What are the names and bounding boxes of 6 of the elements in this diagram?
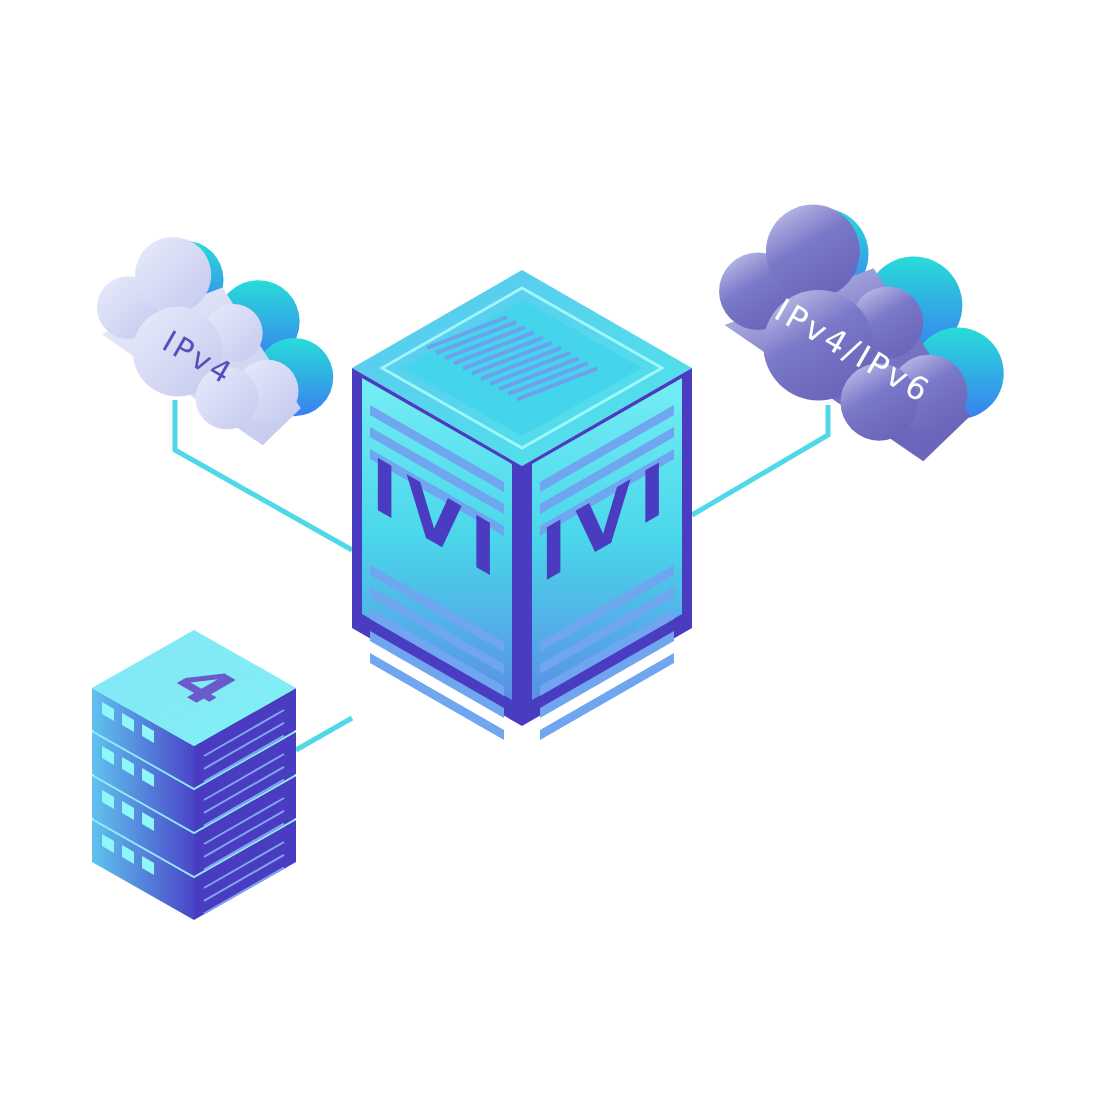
- connector-line: [690, 405, 831, 518]
- connector-line: [172, 400, 354, 553]
- face-label: IVI: [540, 445, 674, 595]
- face-label: IVI: [371, 445, 505, 595]
- server-label: 4: [158, 659, 250, 713]
- connector-line: [294, 715, 354, 753]
